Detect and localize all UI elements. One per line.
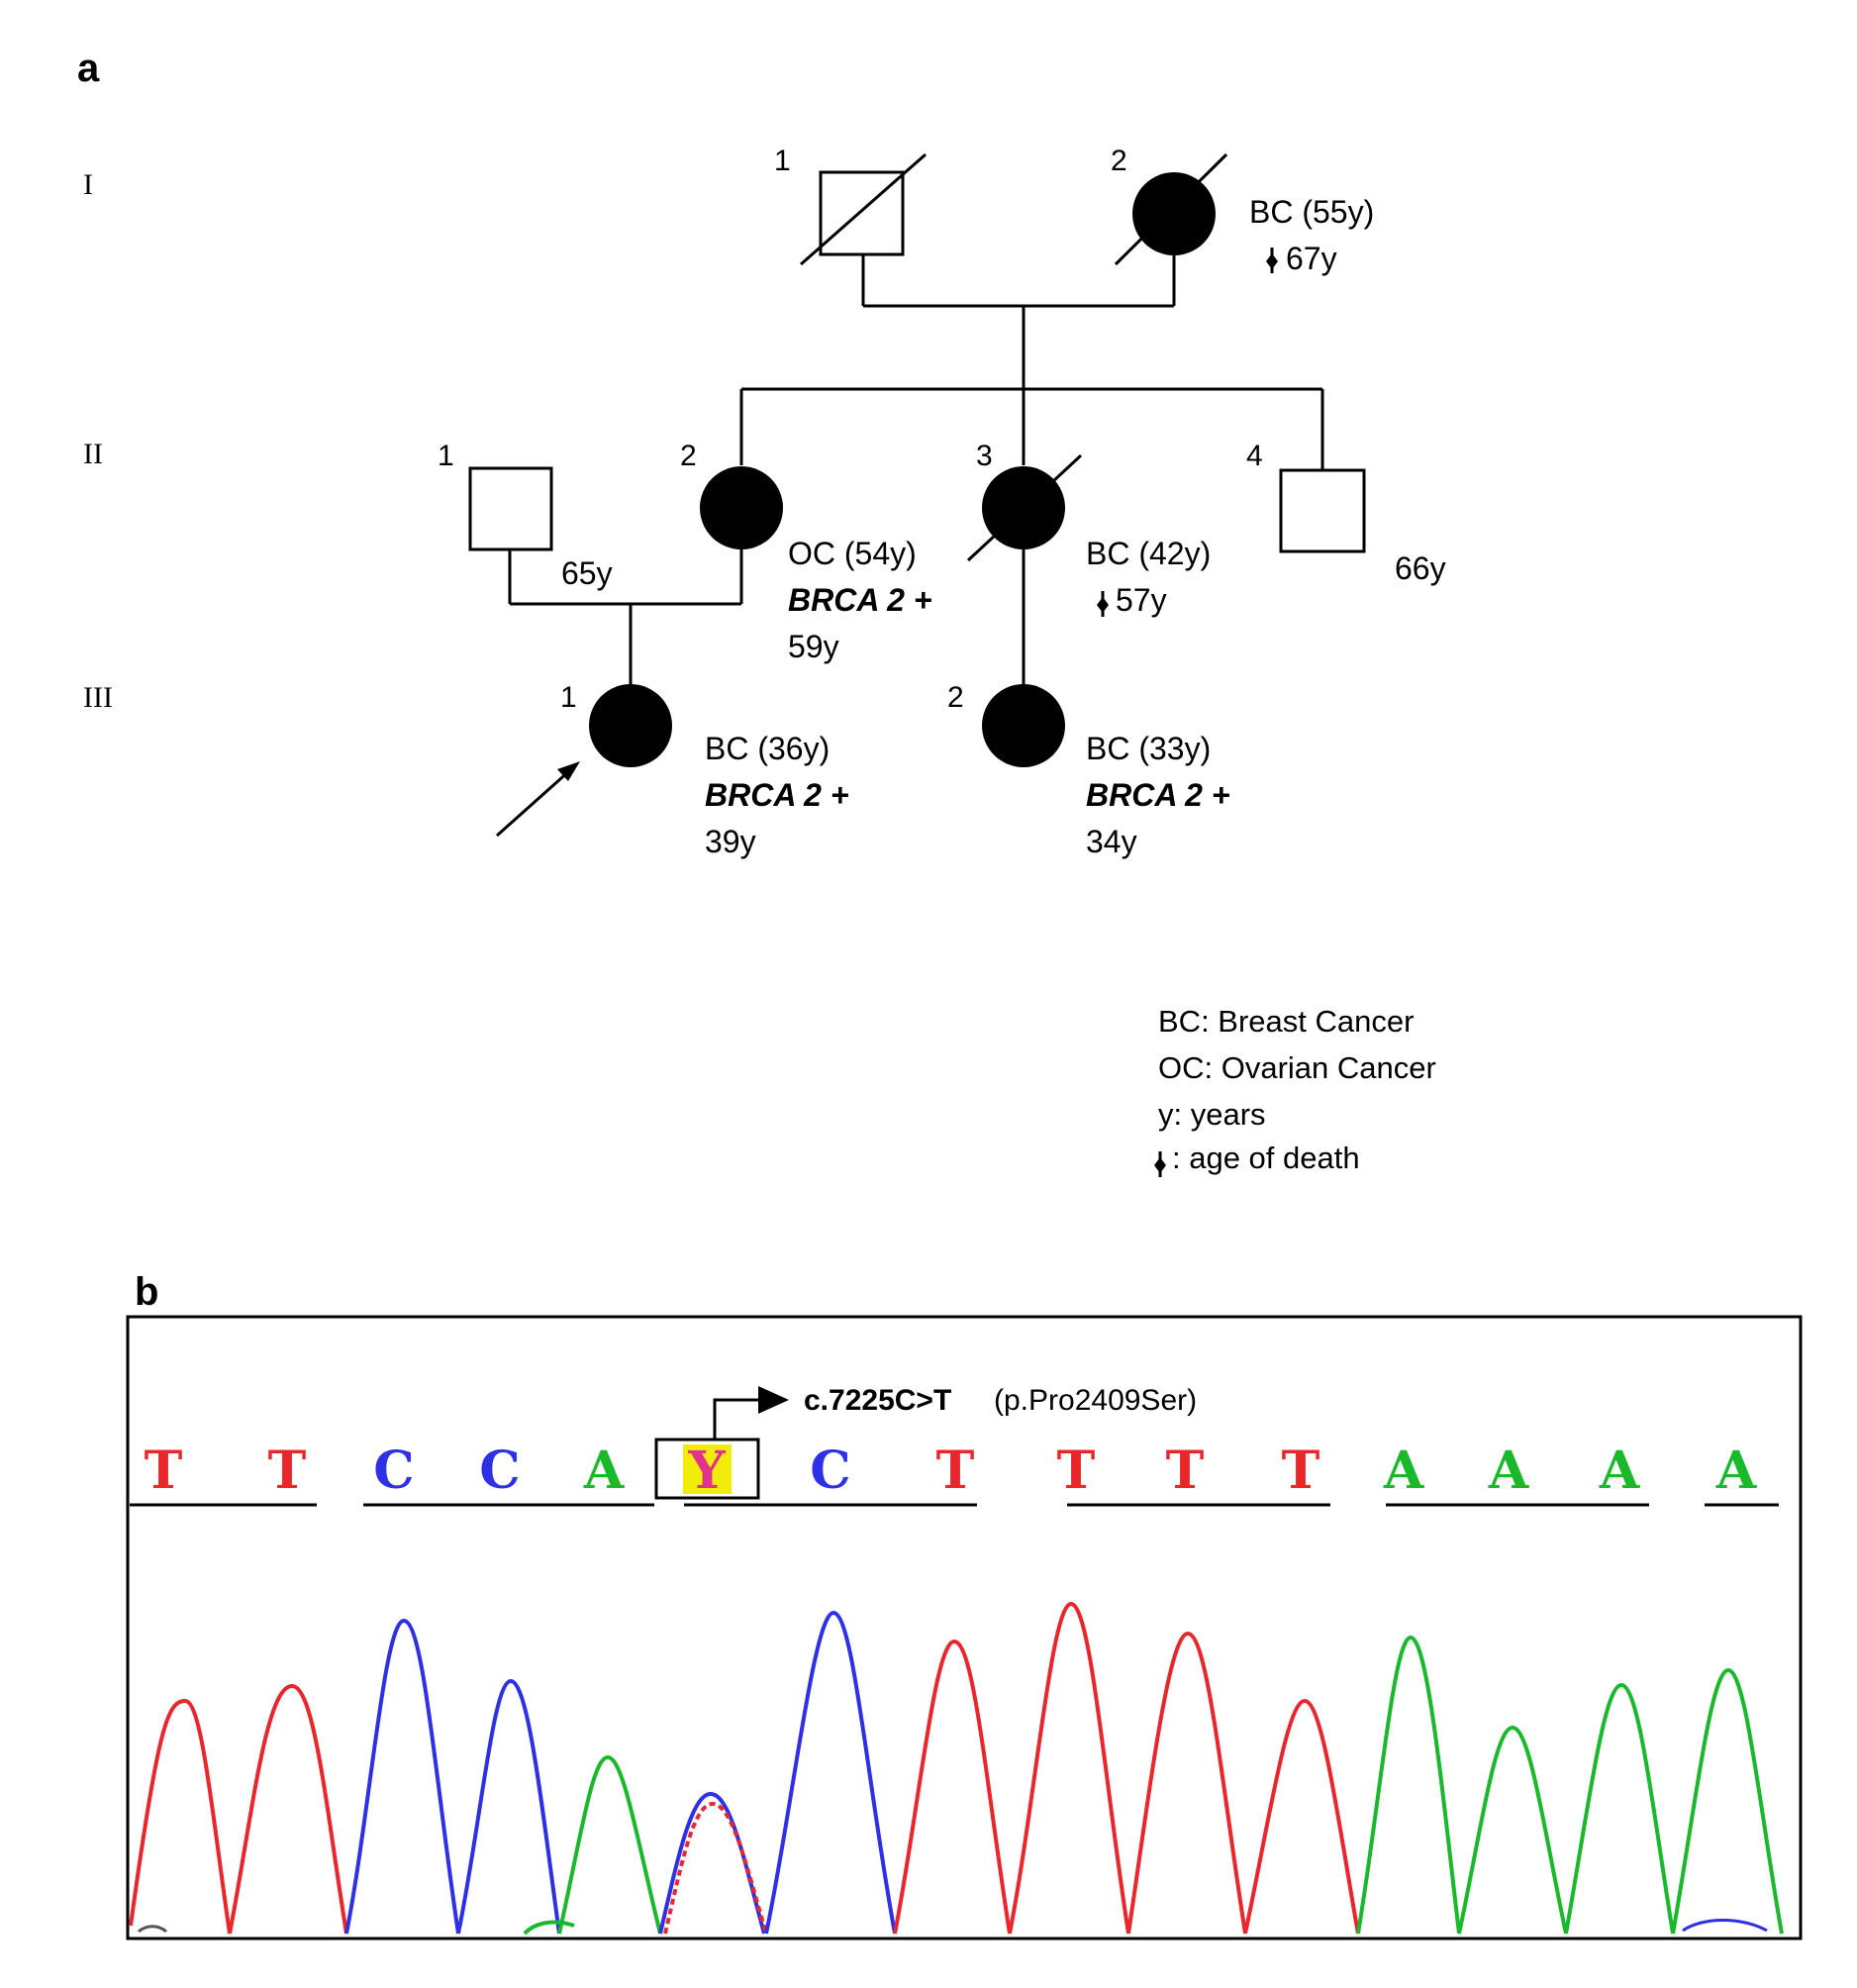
diagnosis-text: BC (36y)	[705, 731, 830, 766]
individual-ii-3: 3 BC (42y) 57y	[966, 440, 1211, 618]
legend-oc: OC: Ovarian Cancer	[1158, 1050, 1436, 1085]
panel-a-label: a	[77, 47, 100, 90]
base-call-row: T T C C A Y C T T T T A A A A	[145, 1441, 1757, 1501]
individual-number: 3	[976, 440, 993, 472]
chromatogram-frame	[126, 1315, 1803, 1940]
diagnosis-text: BC (33y)	[1086, 731, 1211, 766]
affected-female-symbol	[589, 684, 672, 767]
base-call: A	[1599, 1441, 1640, 1501]
trace-c-peak	[764, 1611, 897, 1935]
deceased-slash	[1114, 152, 1228, 266]
death-marker-icon	[1154, 1151, 1166, 1177]
individual-ii-1: 1 65y	[438, 440, 613, 591]
legend: BC: Breast Cancer OC: Ovarian Cancer y: …	[1154, 1004, 1436, 1177]
male-symbol	[1279, 468, 1366, 553]
base-call: T	[936, 1441, 975, 1501]
current-age: 34y	[1086, 824, 1137, 859]
heterozygous-call-highlight	[683, 1444, 732, 1494]
current-age: 65y	[561, 555, 613, 591]
legend-bc: BC: Breast Cancer	[1158, 1004, 1414, 1039]
individual-number: 4	[1246, 440, 1263, 472]
trace-a-peak	[1671, 1668, 1784, 1935]
base-call: A	[1488, 1441, 1529, 1501]
male-symbol	[468, 466, 553, 551]
deceased-slash	[800, 152, 927, 266]
base-call: C	[373, 1441, 414, 1501]
trace-a-peak	[1356, 1636, 1461, 1935]
base-call-heterozygous: Y	[687, 1441, 726, 1501]
current-age: 39y	[705, 824, 756, 859]
mutation-label: c.7225C>T	[804, 1384, 951, 1417]
trace-a-peak	[1564, 1683, 1675, 1935]
trace-a-peak-small	[523, 1920, 575, 1936]
current-age: 66y	[1395, 550, 1446, 586]
individual-iii-2: 2 BC (33y) BRCA 2 + 34y	[947, 681, 1230, 859]
diagnosis-text: BC (42y)	[1086, 536, 1211, 571]
base-call: C	[810, 1441, 850, 1501]
base-call: C	[479, 1441, 520, 1501]
age-of-death: 57y	[1116, 582, 1167, 618]
base-call: A	[583, 1441, 625, 1501]
heterozygous-call-box	[654, 1438, 760, 1500]
affected-female-symbol	[700, 466, 783, 549]
base-call: A	[1715, 1441, 1757, 1501]
trace-a-peak	[557, 1755, 662, 1935]
panel-b-label: b	[135, 1270, 158, 1314]
generation-label-ii: II	[83, 438, 103, 470]
mutation-pointer-arrow-icon	[713, 1386, 789, 1439]
base-call: T	[145, 1441, 183, 1501]
trace-t-peak	[1243, 1699, 1360, 1935]
affected-female-symbol	[982, 684, 1065, 767]
trace-t-peak	[1008, 1602, 1130, 1935]
individual-i-1: 1	[774, 145, 927, 266]
brca2-status: BRCA 2 +	[1086, 777, 1230, 813]
chromatogram-traces	[129, 1602, 1784, 1936]
individual-i-2: 2 BC (55y) 67y	[1111, 145, 1374, 276]
diagnosis-text: OC (54y)	[788, 536, 917, 571]
individual-iii-1-proband: 1 BC (36y) BRCA 2 + 39y	[496, 681, 849, 859]
current-age: 59y	[788, 629, 839, 664]
legend-years: y: years	[1158, 1097, 1266, 1132]
proband-arrow-icon	[496, 761, 580, 838]
base-call: T	[1166, 1441, 1205, 1501]
legend-age-of-death: : age of death	[1172, 1141, 1360, 1175]
base-call: T	[268, 1441, 307, 1501]
trace-a-peak	[1457, 1726, 1568, 1935]
trace-y-peak-t	[663, 1802, 768, 1935]
pedigree-lines	[508, 254, 1324, 686]
generation-label-i: I	[83, 168, 93, 201]
base-call: T	[1057, 1441, 1096, 1501]
individual-number: 2	[947, 681, 964, 714]
trace-t-peak	[228, 1684, 348, 1935]
diagnosis-text: BC (55y)	[1249, 194, 1374, 230]
base-call: T	[1282, 1441, 1320, 1501]
protein-change-label: (p.Pro2409Ser)	[994, 1384, 1197, 1417]
individual-number: 2	[680, 440, 697, 472]
age-of-death: 67y	[1286, 241, 1337, 276]
individual-number: 2	[1111, 145, 1127, 177]
trace-c-peak	[344, 1619, 460, 1935]
trace-t-peak	[129, 1699, 232, 1935]
individual-ii-2: 2 OC (54y) BRCA 2 + 59y	[680, 440, 932, 664]
death-marker-icon	[1266, 248, 1278, 273]
brca2-status: BRCA 2 +	[788, 582, 932, 618]
individual-number: 1	[774, 145, 791, 177]
trace-t-peak	[893, 1640, 1012, 1935]
trace-c-peak	[456, 1679, 561, 1935]
deceased-slash	[966, 453, 1083, 562]
trace-t-peak	[1126, 1632, 1247, 1935]
brca2-status: BRCA 2 +	[705, 777, 849, 813]
death-marker-icon	[1097, 591, 1109, 617]
individual-ii-4: 4 66y	[1246, 440, 1446, 586]
affected-female-symbol	[1132, 172, 1216, 255]
base-call: A	[1383, 1441, 1424, 1501]
trace-c-baseline-bump	[1682, 1919, 1768, 1933]
individual-number: 1	[560, 681, 577, 714]
generation-label-iii: III	[83, 681, 113, 714]
trace-baseline-bump	[138, 1925, 167, 1934]
individual-number: 1	[438, 440, 454, 472]
